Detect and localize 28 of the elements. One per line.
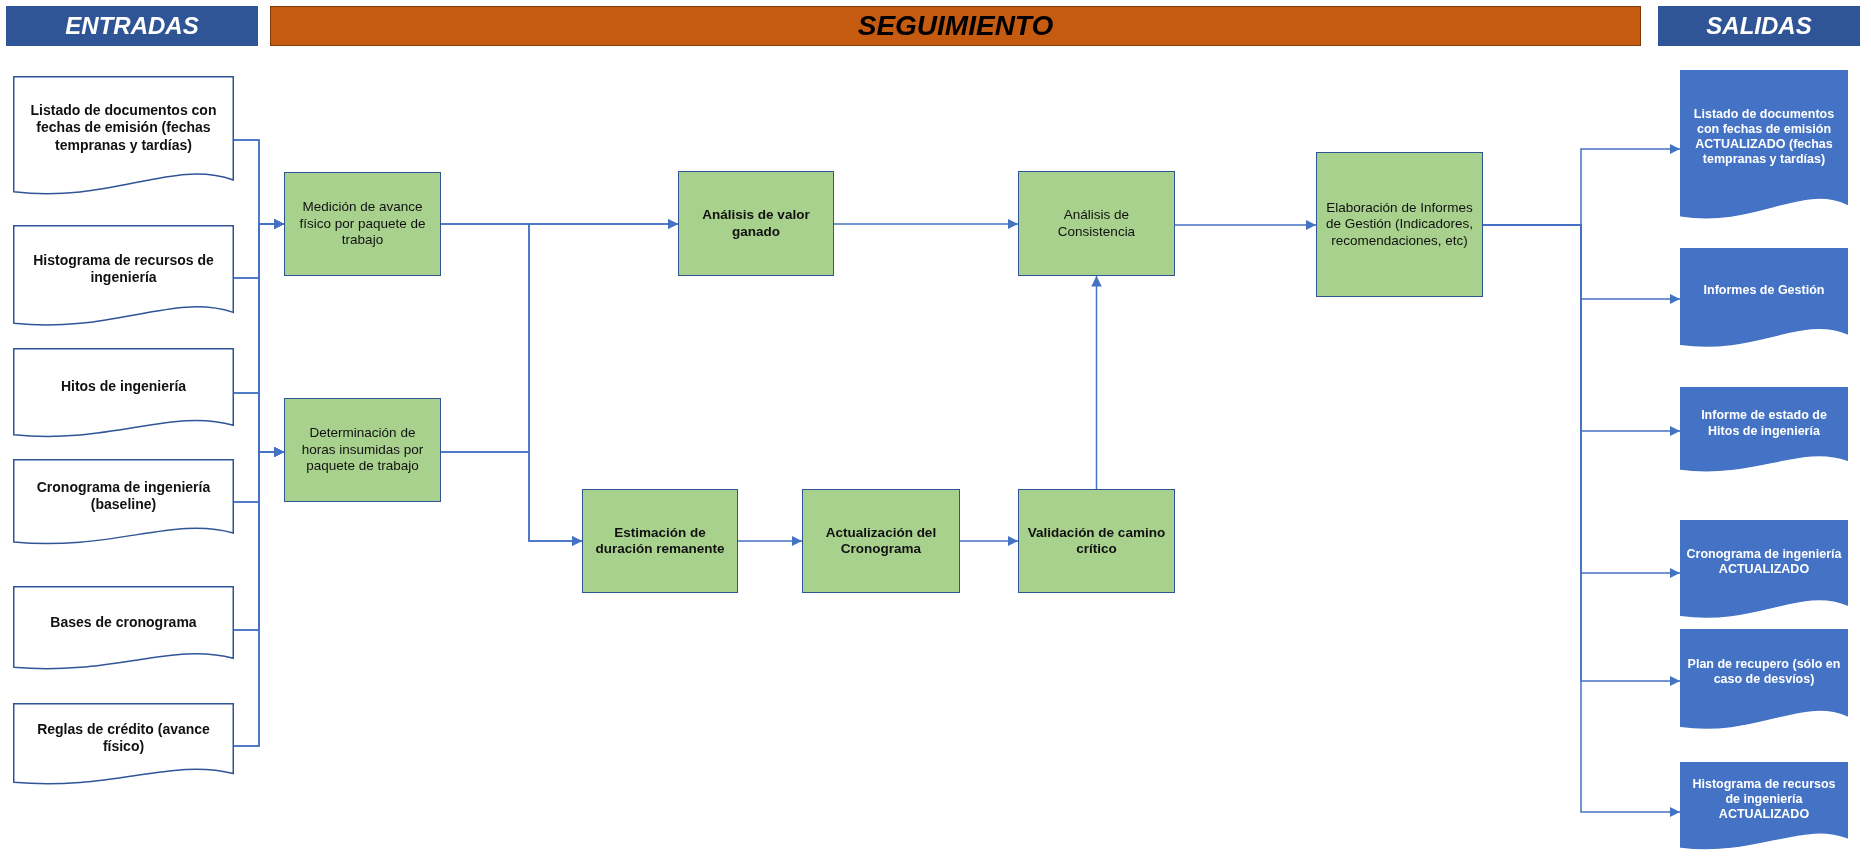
process-box: Determinación de horas insumidas por paquete de trabajo (284, 398, 441, 502)
arrow (1174, 219, 1317, 231)
header-banner: ENTRADAS (6, 6, 258, 46)
header-banner: SALIDAS (1658, 6, 1860, 46)
document-shape: Histograma de recursos de ingeniería (13, 225, 234, 329)
arrow (737, 535, 803, 547)
arrow (833, 218, 1019, 230)
document-shape: Bases de cronograma (13, 586, 234, 672)
document-shape: Informes de Gestión (1680, 248, 1848, 350)
arrow (1091, 275, 1102, 490)
document-shape: Hitos de ingeniería (13, 348, 234, 440)
process-box: Estimación de duración remanente (582, 489, 738, 593)
document-shape: Plan de recupero (sólo en caso de desvíos) (1680, 629, 1848, 732)
document-shape: Cronograma de ingeniería (baseline) (13, 459, 234, 547)
process-box: Validación de camino crítico (1018, 489, 1175, 593)
arrow (440, 451, 583, 547)
header-banner: SEGUIMIENTO (270, 6, 1641, 46)
process-box: Medición de avance físico por paquete de trabajo (284, 172, 441, 276)
document-shape: Cronograma de ingeniería ACTUALIZADO (1680, 520, 1848, 621)
process-box: Análisis de Consistencia (1018, 171, 1175, 276)
document-shape: Informe de estado de Hitos de ingeniería (1680, 387, 1848, 474)
document-shape: Reglas de crédito (avance físico) (13, 703, 234, 787)
document-shape: Histograma de recursos de ingeniería ACTUALIZADO (1680, 762, 1848, 852)
arrow (959, 535, 1019, 547)
arrow (233, 446, 285, 747)
process-box: Elaboración de Informes de Gestión (Indicadores, recomendaciones, etc) (1316, 152, 1483, 297)
process-box: Análisis de valor ganado (678, 171, 834, 276)
process-box: Actualización del Cronograma (802, 489, 960, 593)
